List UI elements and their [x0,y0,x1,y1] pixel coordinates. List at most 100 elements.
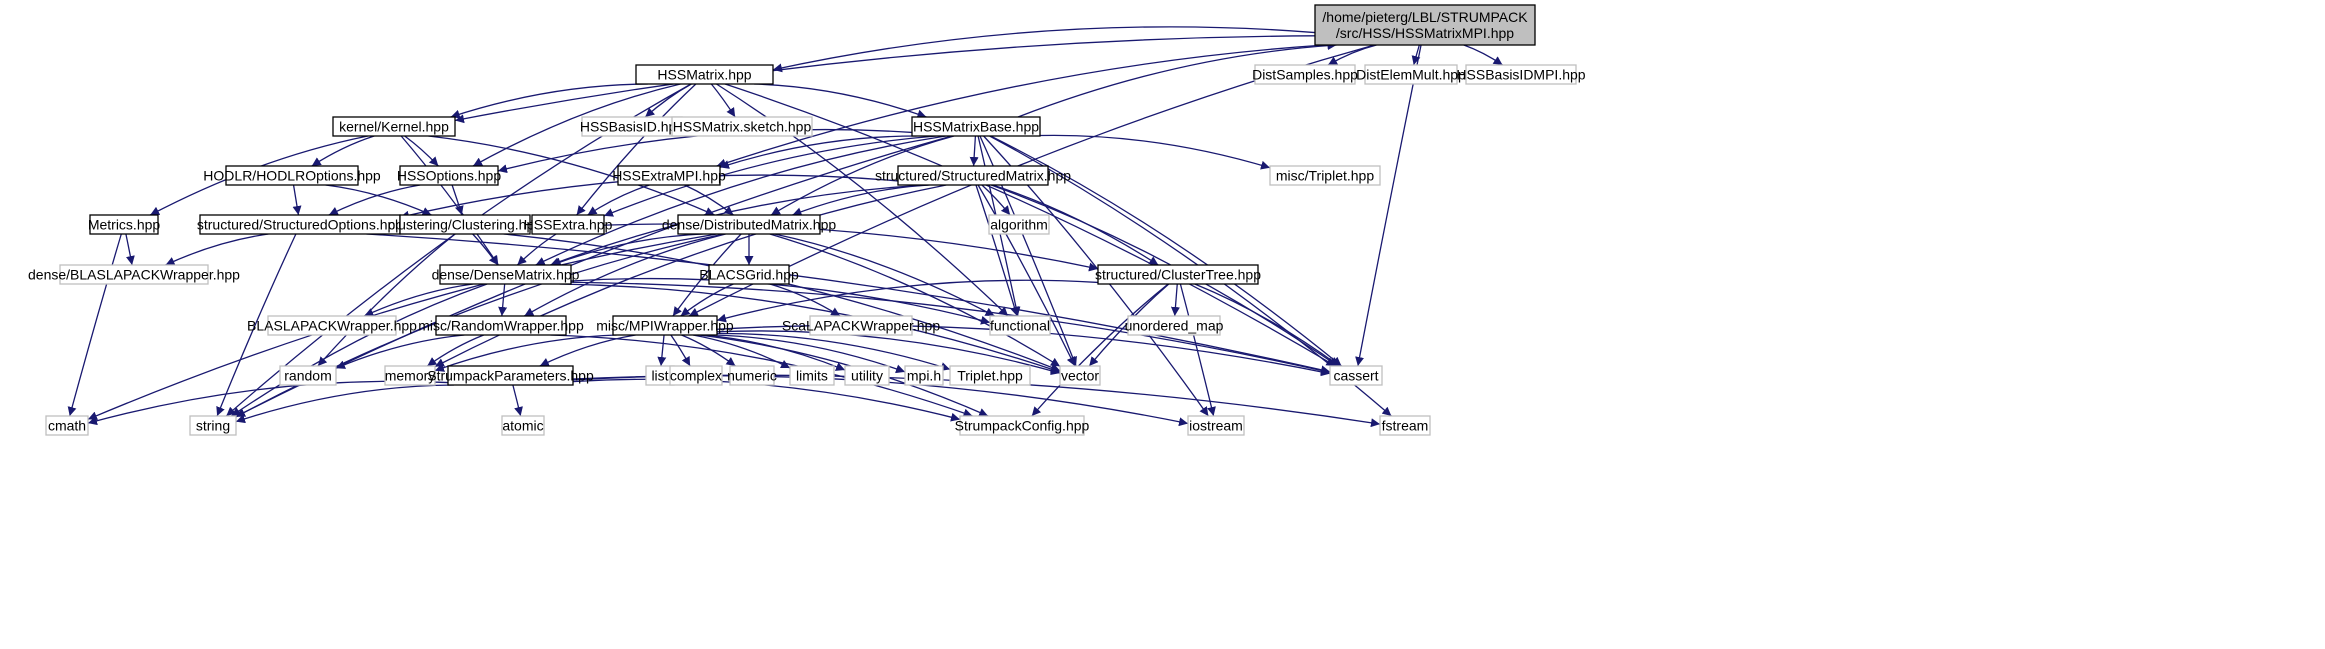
node-functional[interactable]: functional [989,315,1051,336]
node-label-cmath: cmath [48,418,86,434]
node-Triplet[interactable]: misc/Triplet.hpp [1269,165,1381,186]
node-iostream[interactable]: iostream [1187,415,1245,436]
node-cassert[interactable]: cassert [1329,365,1383,386]
edge-HSSMatrix-to-HSSOptions [472,83,681,167]
node-utility[interactable]: utility [844,365,890,386]
node-memory[interactable]: memory [384,365,436,386]
node-complex[interactable]: complex [669,365,723,386]
node-MPIWrapper[interactable]: misc/MPIWrapper.hpp [596,315,734,336]
edge-MPIWrapper-to-list [657,334,667,367]
node-HSSExtraMPI[interactable]: HSSExtraMPI.hpp [612,165,726,186]
node-StrumpackParameters[interactable]: StrumpackParameters.hpp [427,365,594,386]
node-DenseBLAS[interactable]: dense/BLASLAPACKWrapper.hpp [28,264,240,285]
node-string[interactable]: string [189,415,237,436]
node-DistElemMult[interactable]: DistElemMult.hpp [1356,64,1466,85]
edge-RandomWrapper-to-random [335,334,465,369]
node-fstream[interactable]: fstream [1379,415,1431,436]
node-StructuredMatrix[interactable]: structured/StructuredMatrix.hpp [875,165,1071,186]
node-box-cassert [1329,365,1383,386]
edge-MPIWrapper-to-TripletHpp [716,332,951,371]
node-label-Kernel: kernel/Kernel.hpp [339,119,449,135]
node-HSSMatrixSketch[interactable]: HSSMatrix.sketch.hpp [671,116,813,137]
node-unordered_map[interactable]: unordered_map [1125,315,1224,336]
node-ScaLAPACK[interactable]: ScaLAPACKWrapper.hpp [782,315,940,336]
node-HSSMatrixMPI[interactable]: /home/pieterg/LBL/STRUMPACK/src/HSS/HSSM… [1314,4,1536,46]
node-box-complex [669,365,723,386]
node-box-BLASLAPACKWrapper [267,315,397,336]
edge-HODLROptions-to-StructuredOptions [292,184,302,216]
edge-DenseMatrix-to-RandomWrapper [498,283,508,317]
node-DenseMatrix[interactable]: dense/DenseMatrix.hpp [432,264,580,285]
node-HSSBasisID[interactable]: HSSBasisID.hpp [580,116,684,137]
node-box-string [189,415,237,436]
edge-HSSMatrixMPI-to-HSSExtraMPI [716,44,1325,168]
node-Metrics[interactable]: Metrics.hpp [88,214,161,235]
edge-RandomWrapper-to-StrumpackConfig [550,334,973,418]
node-label-HSSMatrix: HSSMatrix.hpp [657,67,751,83]
node-BLASLAPACKWrapper[interactable]: BLASLAPACKWrapper.hpp [247,315,417,336]
edge-HSSMatrixBase-to-HSSExtraMPI [719,135,917,169]
node-StrumpackConfig[interactable]: StrumpackConfig.hpp [955,415,1090,436]
edge-HSSOptions-to-StructuredOptions [328,184,421,216]
node-RandomWrapper[interactable]: misc/RandomWrapper.hpp [418,315,584,336]
edge-Metrics-to-cmath [67,233,122,417]
file-nodes: /home/pieterg/LBL/STRUMPACK/src/HSS/HSSM… [28,4,1586,436]
edge-DenseMatrix-to-string [231,283,488,417]
node-Kernel[interactable]: kernel/Kernel.hpp [332,116,456,137]
node-label-DistributedMatrix: dense/DistributedMatrix.hpp [662,217,837,233]
edge-HSSMatrix-to-HSSMatrixBase [754,83,927,119]
node-ClusterTree[interactable]: structured/ClusterTree.hpp [1095,264,1261,285]
node-box-mpih [904,365,944,386]
edge-HSSMatrix-to-HSSMatrixSketch [710,83,736,118]
node-DistSamples[interactable]: DistSamples.hpp [1252,64,1358,85]
node-label-HSSExtra: HSSExtra.hpp [524,217,613,233]
node-label-limits: limits [796,368,828,384]
node-DistributedMatrix[interactable]: dense/DistributedMatrix.hpp [662,214,837,235]
edge-Clustering-to-DenseMatrix [472,233,499,266]
edge-RandomWrapper-to-memory [426,334,484,367]
edge-HSSMatrixMPI-to-HSSBasisIDMPI [1463,44,1503,66]
node-mpih[interactable]: mpi.h [904,365,944,386]
node-BLACSGrid[interactable]: BLACSGrid.hpp [699,264,799,285]
node-HSSOptions[interactable]: HSSOptions.hpp [397,165,501,186]
node-HODLROptions[interactable]: HODLR/HODLROptions.hpp [203,165,381,186]
edge-MPIWrapper-to-StrumpackParameters [539,334,636,367]
node-box-Triplet [1269,165,1381,186]
node-box-ScaLAPACK [809,315,913,336]
node-TripletHpp[interactable]: Triplet.hpp [949,365,1031,386]
node-box-ClusterTree [1097,264,1259,285]
node-HSSMatrixBase[interactable]: HSSMatrixBase.hpp [911,116,1041,137]
node-HSSExtra[interactable]: HSSExtra.hpp [524,214,613,235]
edge-HSSMatrix-to-Kernel [450,83,648,119]
node-box-HODLROptions [225,165,359,186]
edge-HSSExtra-to-DenseMatrix [516,233,557,266]
edge-Kernel-to-HSSOptions [404,135,439,167]
node-label-TripletHpp: Triplet.hpp [957,368,1023,384]
node-box-utility [844,365,890,386]
node-label-StrumpackConfig: StrumpackConfig.hpp [955,418,1090,434]
node-random[interactable]: random [279,365,337,386]
edge-BLACSGrid-to-MPIWrapper [680,283,734,317]
node-label-list: list [651,368,668,384]
node-numeric[interactable]: numeric [727,365,777,386]
edge-HSSMatrixMPI-to-DistElemMult [1411,44,1421,66]
edge-DenseMatrix-to-cassert [570,281,1331,375]
node-label-HSSMatrixSketch: HSSMatrix.sketch.hpp [673,119,812,135]
node-HSSMatrix[interactable]: HSSMatrix.hpp [635,64,774,85]
node-cmath[interactable]: cmath [45,415,89,436]
node-label-HSSBasisID: HSSBasisID.hpp [580,119,684,135]
node-box-unordered_map [1127,315,1221,336]
node-HSSBasisIDMPI[interactable]: HSSBasisIDMPI.hpp [1456,64,1586,85]
node-limits[interactable]: limits [789,365,835,386]
node-vector[interactable]: vector [1059,365,1101,386]
node-label-StructuredOptions: structured/StructuredOptions.hpp [197,217,403,233]
node-algorithm[interactable]: algorithm [988,214,1050,235]
node-box-HSSMatrixBase [911,116,1041,137]
node-atomic[interactable]: atomic [501,415,545,436]
node-box-memory [384,365,436,386]
node-Clustering[interactable]: clustering/Clustering.hpp [388,214,542,235]
edge-HSSMatrixMPI-to-Kernel [454,35,1316,124]
node-StructuredOptions[interactable]: structured/StructuredOptions.hpp [197,214,403,235]
node-box-StrumpackParameters [447,365,574,386]
